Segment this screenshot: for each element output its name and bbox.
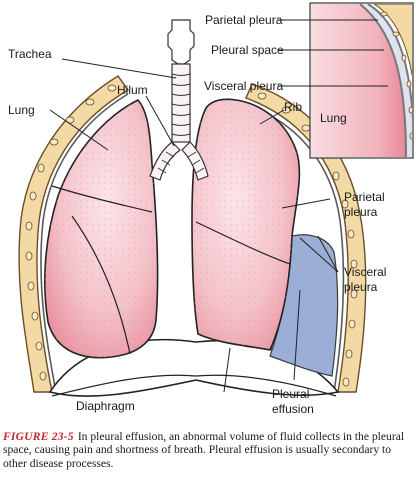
label-visceral-pleura-1: Visceral: [344, 265, 386, 279]
label-pleural-effusion-2: effusion: [272, 402, 314, 416]
label-trachea: Trachea: [8, 47, 52, 61]
inset-magnified-view: [309, 2, 414, 159]
caption-text: In pleural effusion, an abnormal volume …: [3, 430, 405, 470]
label-parietal-pleura-1: Parietal: [344, 190, 385, 204]
leader-lines: [49, 19, 388, 393]
figure-number: FIGURE 23-5: [3, 430, 74, 443]
inset-label-pleural-space: Pleural space: [211, 43, 284, 57]
label-pleural-effusion-1: Pleural: [272, 387, 309, 401]
label-lung: Lung: [8, 103, 35, 117]
label-hilum: Hilum: [117, 83, 148, 97]
rib-cage-right: [245, 83, 367, 393]
label-parietal-pleura-2: pleura: [344, 205, 378, 219]
label-rib: Rib: [284, 100, 302, 114]
rib-cage-left: [18, 75, 130, 393]
parietal-pleura-line-left: [40, 93, 129, 393]
right-lung: [191, 98, 301, 351]
parietal-pleura-line: [245, 103, 345, 393]
label-visceral-pleura-2: pleura: [344, 280, 378, 294]
inset-label-lung: Lung: [320, 111, 347, 125]
inset-label-visceral-pleura: Visceral pleura: [204, 79, 283, 93]
inset-label-parietal-pleura: Parietal pleura: [205, 13, 283, 27]
label-diaphragm: Diaphragm: [76, 399, 135, 413]
left-lung: [44, 99, 159, 359]
trachea: [149, 19, 209, 181]
